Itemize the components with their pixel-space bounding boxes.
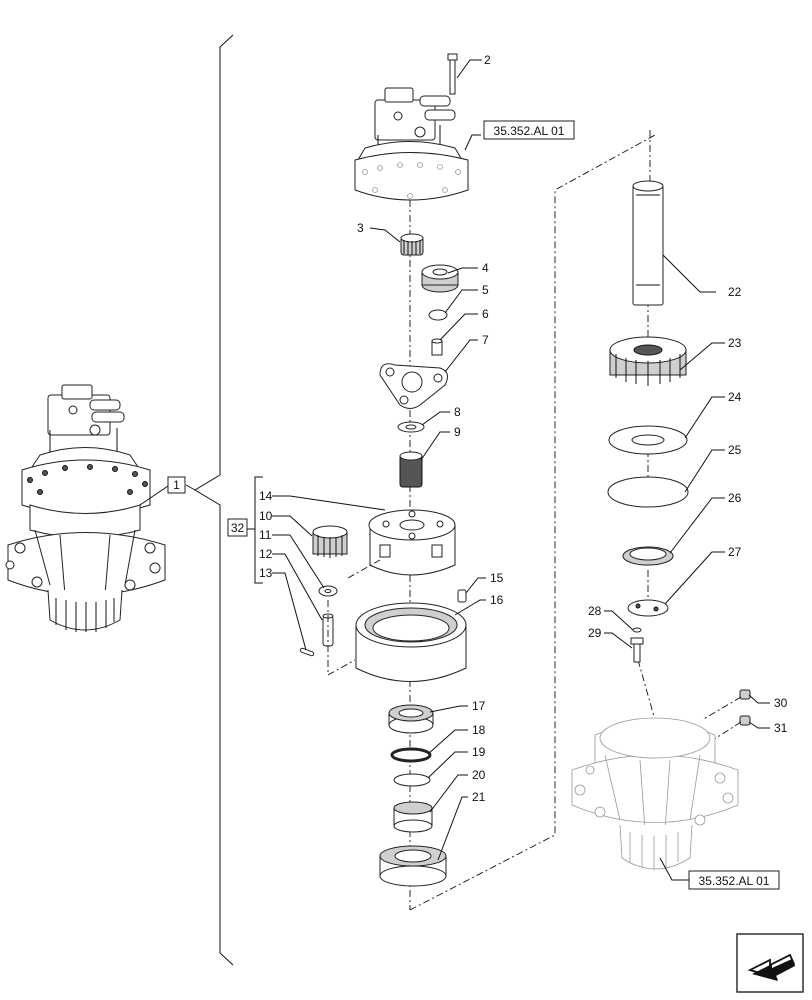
part-28-washer <box>632 627 642 633</box>
callout-27: 27 <box>728 545 742 559</box>
callout-1: 1 <box>139 476 186 506</box>
callout-16: 16 <box>490 593 504 607</box>
part-23-gear <box>609 336 687 386</box>
callout-8: 8 <box>454 405 461 419</box>
part-5-ring <box>428 309 448 321</box>
part-9-sungear <box>399 451 423 488</box>
callout-29: 29 <box>588 626 602 640</box>
part-20-sleeve <box>393 801 433 833</box>
callout-19: 19 <box>472 745 486 759</box>
part-3-gear <box>400 233 424 256</box>
callout-4: 4 <box>482 261 489 275</box>
svg-text:32: 32 <box>231 521 245 535</box>
callout-15: 15 <box>490 571 504 585</box>
part-6-pin <box>431 338 443 356</box>
callout-31: 31 <box>774 721 788 735</box>
part-21-bearing <box>379 845 447 887</box>
svg-text:1: 1 <box>173 478 180 492</box>
callout-2: 2 <box>484 53 491 67</box>
callout-21: 21 <box>472 790 486 804</box>
part-22-shaft <box>632 180 664 306</box>
callout-20: 20 <box>472 768 486 782</box>
callout-5: 5 <box>482 283 489 297</box>
callout-7: 7 <box>482 333 489 347</box>
callout-17: 17 <box>472 699 486 713</box>
svg-text:35.352.AL 01: 35.352.AL 01 <box>494 124 565 138</box>
part-13-pin <box>299 647 315 657</box>
part-15-pin <box>457 589 467 603</box>
svg-text:35.352.AL 01: 35.352.AL 01 <box>699 874 770 888</box>
part-25-disc <box>607 476 689 508</box>
callout-3: 3 <box>357 221 364 235</box>
arrow-back-icon[interactable] <box>736 933 804 993</box>
part-8-washer <box>397 421 425 433</box>
group-32-bracket: 32 <box>227 476 263 584</box>
group-bracket <box>185 34 234 966</box>
callout-22: 22 <box>728 285 742 299</box>
callout-26: 26 <box>728 491 742 505</box>
callout-10: 10 <box>259 509 273 523</box>
callout-18: 18 <box>472 723 486 737</box>
part-19-ring <box>393 773 431 787</box>
part-11-washer <box>318 585 338 597</box>
housing-image <box>571 717 739 870</box>
callout-12: 12 <box>259 547 273 561</box>
part-18-ring <box>390 747 432 763</box>
callout-24: 24 <box>728 390 742 404</box>
part-26-seal <box>622 546 674 566</box>
callout-6: 6 <box>482 307 489 321</box>
callout-23: 23 <box>728 336 742 350</box>
callout-11: 11 <box>259 528 272 542</box>
reference-link-bottom[interactable]: 35.352.AL 01 <box>688 870 780 890</box>
part-17-bearing <box>388 704 434 734</box>
part-27-plate <box>627 599 669 617</box>
part-16-ringgear <box>355 602 467 682</box>
part-30-plug <box>739 689 751 700</box>
callout-30: 30 <box>774 696 788 710</box>
motor-assembly-image <box>354 53 469 201</box>
leader-lines <box>272 59 770 881</box>
part-4-gear <box>421 264 459 293</box>
part-7-carrier <box>379 363 449 409</box>
part-10-planetgear <box>312 525 348 558</box>
callout-28: 28 <box>588 604 602 618</box>
part-14-carrier <box>368 509 456 576</box>
callout-25: 25 <box>728 443 742 457</box>
part-24-washer <box>608 425 688 455</box>
callout-13: 13 <box>259 566 273 580</box>
complete-assembly-image <box>5 384 166 632</box>
callout-9: 9 <box>454 425 461 439</box>
reference-link-top[interactable]: 35.352.AL 01 <box>483 120 575 140</box>
part-31-plug <box>739 715 751 726</box>
callout-14: 14 <box>259 489 273 503</box>
part-29-bolt <box>630 637 644 663</box>
